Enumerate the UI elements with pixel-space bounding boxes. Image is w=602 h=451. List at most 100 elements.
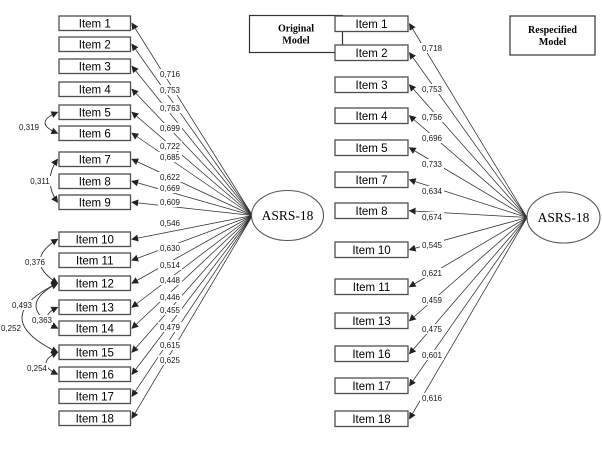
item-label: Item 3: [79, 61, 111, 73]
respecified-model-group: 0,7180,7530,7560,6960,7330,6340,6740,545…: [334, 15, 601, 428]
item-label: Item 8: [356, 206, 388, 218]
loading-path: [408, 84, 528, 218]
item-label: Item 12: [76, 278, 114, 290]
loading-value: 0,630: [160, 244, 181, 253]
loading-label-bg: [420, 350, 444, 360]
loading-label-bg: [420, 186, 444, 196]
model-title-box: [509, 15, 596, 56]
loading-label-bg: [158, 141, 182, 151]
item-box-item-14: [58, 320, 132, 337]
item-box-item-4: [334, 107, 409, 125]
item-label: Item 2: [79, 39, 111, 51]
loading-value: 0,722: [160, 142, 181, 151]
model-title-line2: Model: [282, 36, 309, 47]
loading-value: 0,601: [422, 351, 443, 360]
loading-path: [131, 158, 253, 216]
loading-path: [409, 23, 528, 218]
loading-path: [408, 147, 528, 218]
item-box-item-1: [58, 15, 132, 32]
loading-value: 0,546: [160, 219, 181, 228]
loading-value: 0,479: [160, 323, 181, 332]
loading-value: 0,448: [160, 276, 181, 285]
loading-value: 0,696: [422, 134, 443, 143]
item-label: Item 13: [352, 316, 390, 328]
correlation-label-bg: [0, 323, 22, 333]
loading-label-bg: [158, 85, 182, 95]
item-box-item-9: [58, 194, 132, 211]
loading-value: 0,733: [422, 160, 443, 169]
item-label: Item 18: [76, 413, 114, 425]
item-box-item-10: [58, 231, 132, 248]
loading-value: 0,685: [160, 153, 181, 162]
loading-path: [131, 215, 253, 262]
loading-label-bg: [158, 152, 182, 162]
loading-label-bg: [158, 103, 182, 113]
loading-value: 0,545: [422, 241, 443, 250]
item-label: Item 3: [356, 80, 388, 92]
loading-path: [409, 217, 528, 420]
loading-path: [131, 215, 253, 420]
item-label: Item 18: [352, 414, 390, 426]
latent-factor-ellipse: [250, 189, 325, 242]
loading-path: [131, 179, 253, 216]
item-label: Item 5: [79, 107, 111, 119]
loading-value: 0,622: [160, 173, 181, 182]
loading-label-bg: [420, 295, 444, 305]
loading-label-bg: [158, 218, 182, 228]
correlation-label-bg: [31, 315, 53, 325]
loading-path: [131, 215, 253, 375]
loading-label-bg: [158, 183, 182, 193]
item-label: Item 11: [76, 255, 114, 267]
loading-label-bg: [158, 355, 182, 365]
item-box-item-7: [334, 171, 409, 189]
loading-path: [131, 199, 253, 216]
loading-value: 0,616: [422, 394, 443, 403]
item-box-item-3: [58, 58, 132, 75]
latent-factor-label: ASRS-18: [262, 208, 314, 223]
loading-value: 0,446: [160, 293, 181, 302]
item-box-item-17: [334, 377, 409, 395]
item-box-item-16: [334, 345, 409, 363]
correlation-value: 0,254: [27, 364, 48, 373]
item-box-item-11: [334, 278, 409, 296]
item-label: Item 9: [79, 197, 111, 209]
item-label: Item 4: [79, 84, 112, 96]
correlation-label-bg: [18, 122, 40, 132]
latent-factor-ellipse: [526, 191, 601, 244]
loading-path: [131, 215, 253, 242]
loading-value: 0,756: [422, 113, 443, 122]
loading-path: [131, 111, 253, 216]
item-box-item-13: [334, 312, 409, 330]
correlation-arc: [49, 158, 59, 203]
correlation-arc: [21, 282, 59, 353]
loading-label-bg: [158, 172, 182, 182]
loading-label-bg: [158, 260, 182, 270]
loading-label-bg: [420, 240, 444, 250]
item-box-item-1: [334, 15, 409, 33]
loading-value: 0,699: [160, 124, 181, 133]
loading-value: 0,674: [422, 213, 443, 222]
loading-label-bg: [158, 292, 182, 302]
loading-value: 0,763: [160, 104, 181, 113]
loading-label-bg: [420, 133, 444, 143]
item-label: Item 5: [356, 143, 388, 155]
item-box-item-8: [58, 173, 132, 190]
loading-value: 0,475: [422, 325, 443, 334]
loading-path: [408, 52, 528, 218]
item-box-item-5: [334, 139, 409, 157]
item-box-item-3: [334, 76, 409, 94]
correlation-value: 0,319: [19, 123, 40, 132]
item-label: Item 17: [76, 391, 114, 403]
correlation-label-bg: [24, 257, 46, 267]
loading-value: 0,634: [422, 187, 443, 196]
item-label: Item 7: [356, 175, 388, 187]
loading-value: 0,459: [422, 296, 443, 305]
loading-label-bg: [420, 112, 444, 122]
model-title-line2: Model: [539, 37, 566, 48]
item-label: Item 4: [356, 111, 389, 123]
correlation-arc: [44, 111, 59, 135]
loading-label-bg: [158, 69, 182, 79]
item-label: Item 10: [352, 245, 390, 257]
